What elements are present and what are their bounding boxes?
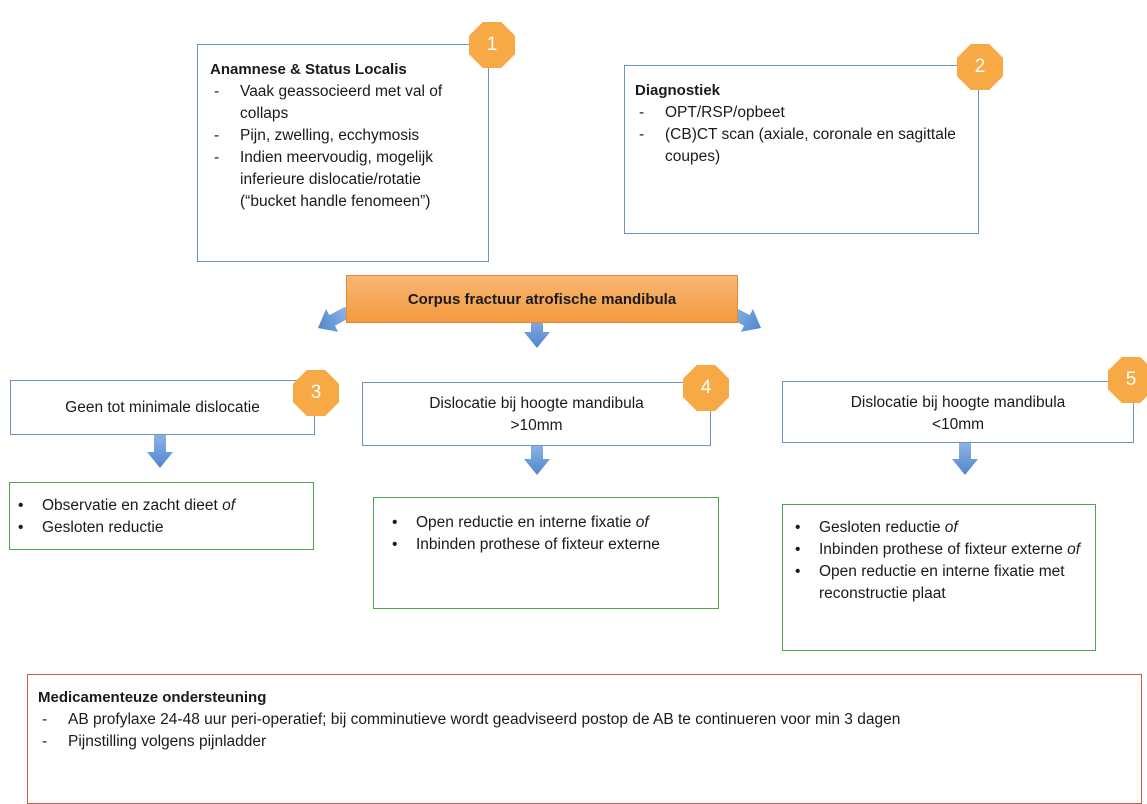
- anamnese-box: Anamnese & Status Localis Vaak geassocie…: [197, 44, 489, 262]
- behandeling-3-list: Observatie en zacht dieet of Gesloten re…: [12, 495, 305, 539]
- behandeling-3-box: Observatie en zacht dieet of Gesloten re…: [9, 482, 314, 550]
- list-item: Gesloten reductie: [12, 517, 305, 539]
- diagnostiek-title: Diagnostiek: [635, 82, 721, 99]
- anamnese-title: Anamnese & Status Localis: [210, 61, 407, 78]
- behandeling-5-box: Gesloten reductie of Inbinden prothese o…: [782, 504, 1096, 651]
- step-badge-2: 2: [957, 44, 1003, 90]
- list-item: Inbinden prothese of fixteur externe of: [789, 539, 1087, 561]
- list-item-text: Inbinden prothese of fixteur externe: [819, 541, 1068, 558]
- geen-dislocatie-box: Geen tot minimale dislocatie: [10, 380, 315, 435]
- dislocatie-gt10-line1: Dislocatie bij hoogte mandibula: [429, 395, 644, 412]
- list-item: Indien meervoudig, mogelijk inferieure d…: [210, 147, 478, 213]
- diagnostiek-box: Diagnostiek OPT/RSP/opbeet (CB)CT scan (…: [624, 65, 979, 234]
- list-item: Vaak geassocieerd met val of collaps: [210, 81, 478, 125]
- list-item: (CB)CT scan (axiale, coronale en sagitta…: [635, 124, 968, 168]
- list-item: Open reductie en interne fixatie met rec…: [789, 561, 1087, 605]
- list-item: OPT/RSP/opbeet: [635, 102, 968, 124]
- dislocatie-lt10-line1: Dislocatie bij hoogte mandibula: [850, 394, 1066, 411]
- list-item-text: Gesloten reductie: [819, 519, 945, 536]
- dislocatie-gt10-box: Dislocatie bij hoogte mandibula >10mm: [362, 382, 711, 446]
- medicatie-list: AB profylaxe 24-48 uur peri-operatief; b…: [38, 709, 1131, 753]
- list-item-emphasis: of: [222, 497, 236, 514]
- arrow-center: [524, 314, 550, 348]
- main-diagnosis-box: Corpus fractuur atrofische mandibula: [346, 275, 738, 323]
- arrow-down-4: [524, 445, 550, 475]
- list-item: Observatie en zacht dieet of: [12, 495, 305, 517]
- list-item-text: Observatie en zacht dieet: [42, 497, 223, 514]
- step-badge-3: 3: [293, 370, 339, 416]
- arrow-down-5: [952, 443, 978, 475]
- behandeling-4-box: Open reductie en interne fixatie of Inbi…: [373, 497, 719, 609]
- list-item-text: Open reductie en interne fixatie: [416, 514, 636, 531]
- list-item: Pijnstilling volgens pijnladder: [38, 731, 1091, 753]
- medicatie-box: Medicamenteuze ondersteuning AB profylax…: [27, 674, 1142, 804]
- medicatie-title: Medicamenteuze ondersteuning: [38, 689, 267, 706]
- list-item: Pijn, zwelling, ecchymosis: [210, 125, 478, 147]
- list-item-emphasis: of: [635, 514, 649, 531]
- behandeling-5-list: Gesloten reductie of Inbinden prothese o…: [789, 517, 1087, 605]
- geen-dislocatie-label: Geen tot minimale dislocatie: [65, 398, 260, 416]
- step-badge-4: 4: [683, 365, 729, 411]
- dislocatie-gt10-line2: >10mm: [510, 417, 563, 434]
- step-badge-1: 1: [469, 22, 515, 68]
- anamnese-list: Vaak geassocieerd met val of collaps Pij…: [210, 81, 478, 213]
- arrow-down-3: [147, 434, 173, 468]
- list-item-emphasis: of: [944, 519, 958, 536]
- step-badge-5: 5: [1108, 357, 1147, 403]
- diagnostiek-list: OPT/RSP/opbeet (CB)CT scan (axiale, coro…: [635, 102, 968, 168]
- list-item: Gesloten reductie of: [789, 517, 1087, 539]
- list-item: Inbinden prothese of fixteur externe: [386, 534, 710, 556]
- dislocatie-lt10-box: Dislocatie bij hoogte mandibula <10mm: [782, 381, 1134, 443]
- list-item-emphasis: of: [1067, 541, 1081, 558]
- arrow-left-diagonal: [317, 306, 351, 332]
- behandeling-4-list: Open reductie en interne fixatie of Inbi…: [386, 512, 710, 556]
- list-item: Open reductie en interne fixatie of: [386, 512, 710, 534]
- dislocatie-lt10-line2: <10mm: [931, 416, 985, 433]
- list-item: AB profylaxe 24-48 uur peri-operatief; b…: [38, 709, 1091, 731]
